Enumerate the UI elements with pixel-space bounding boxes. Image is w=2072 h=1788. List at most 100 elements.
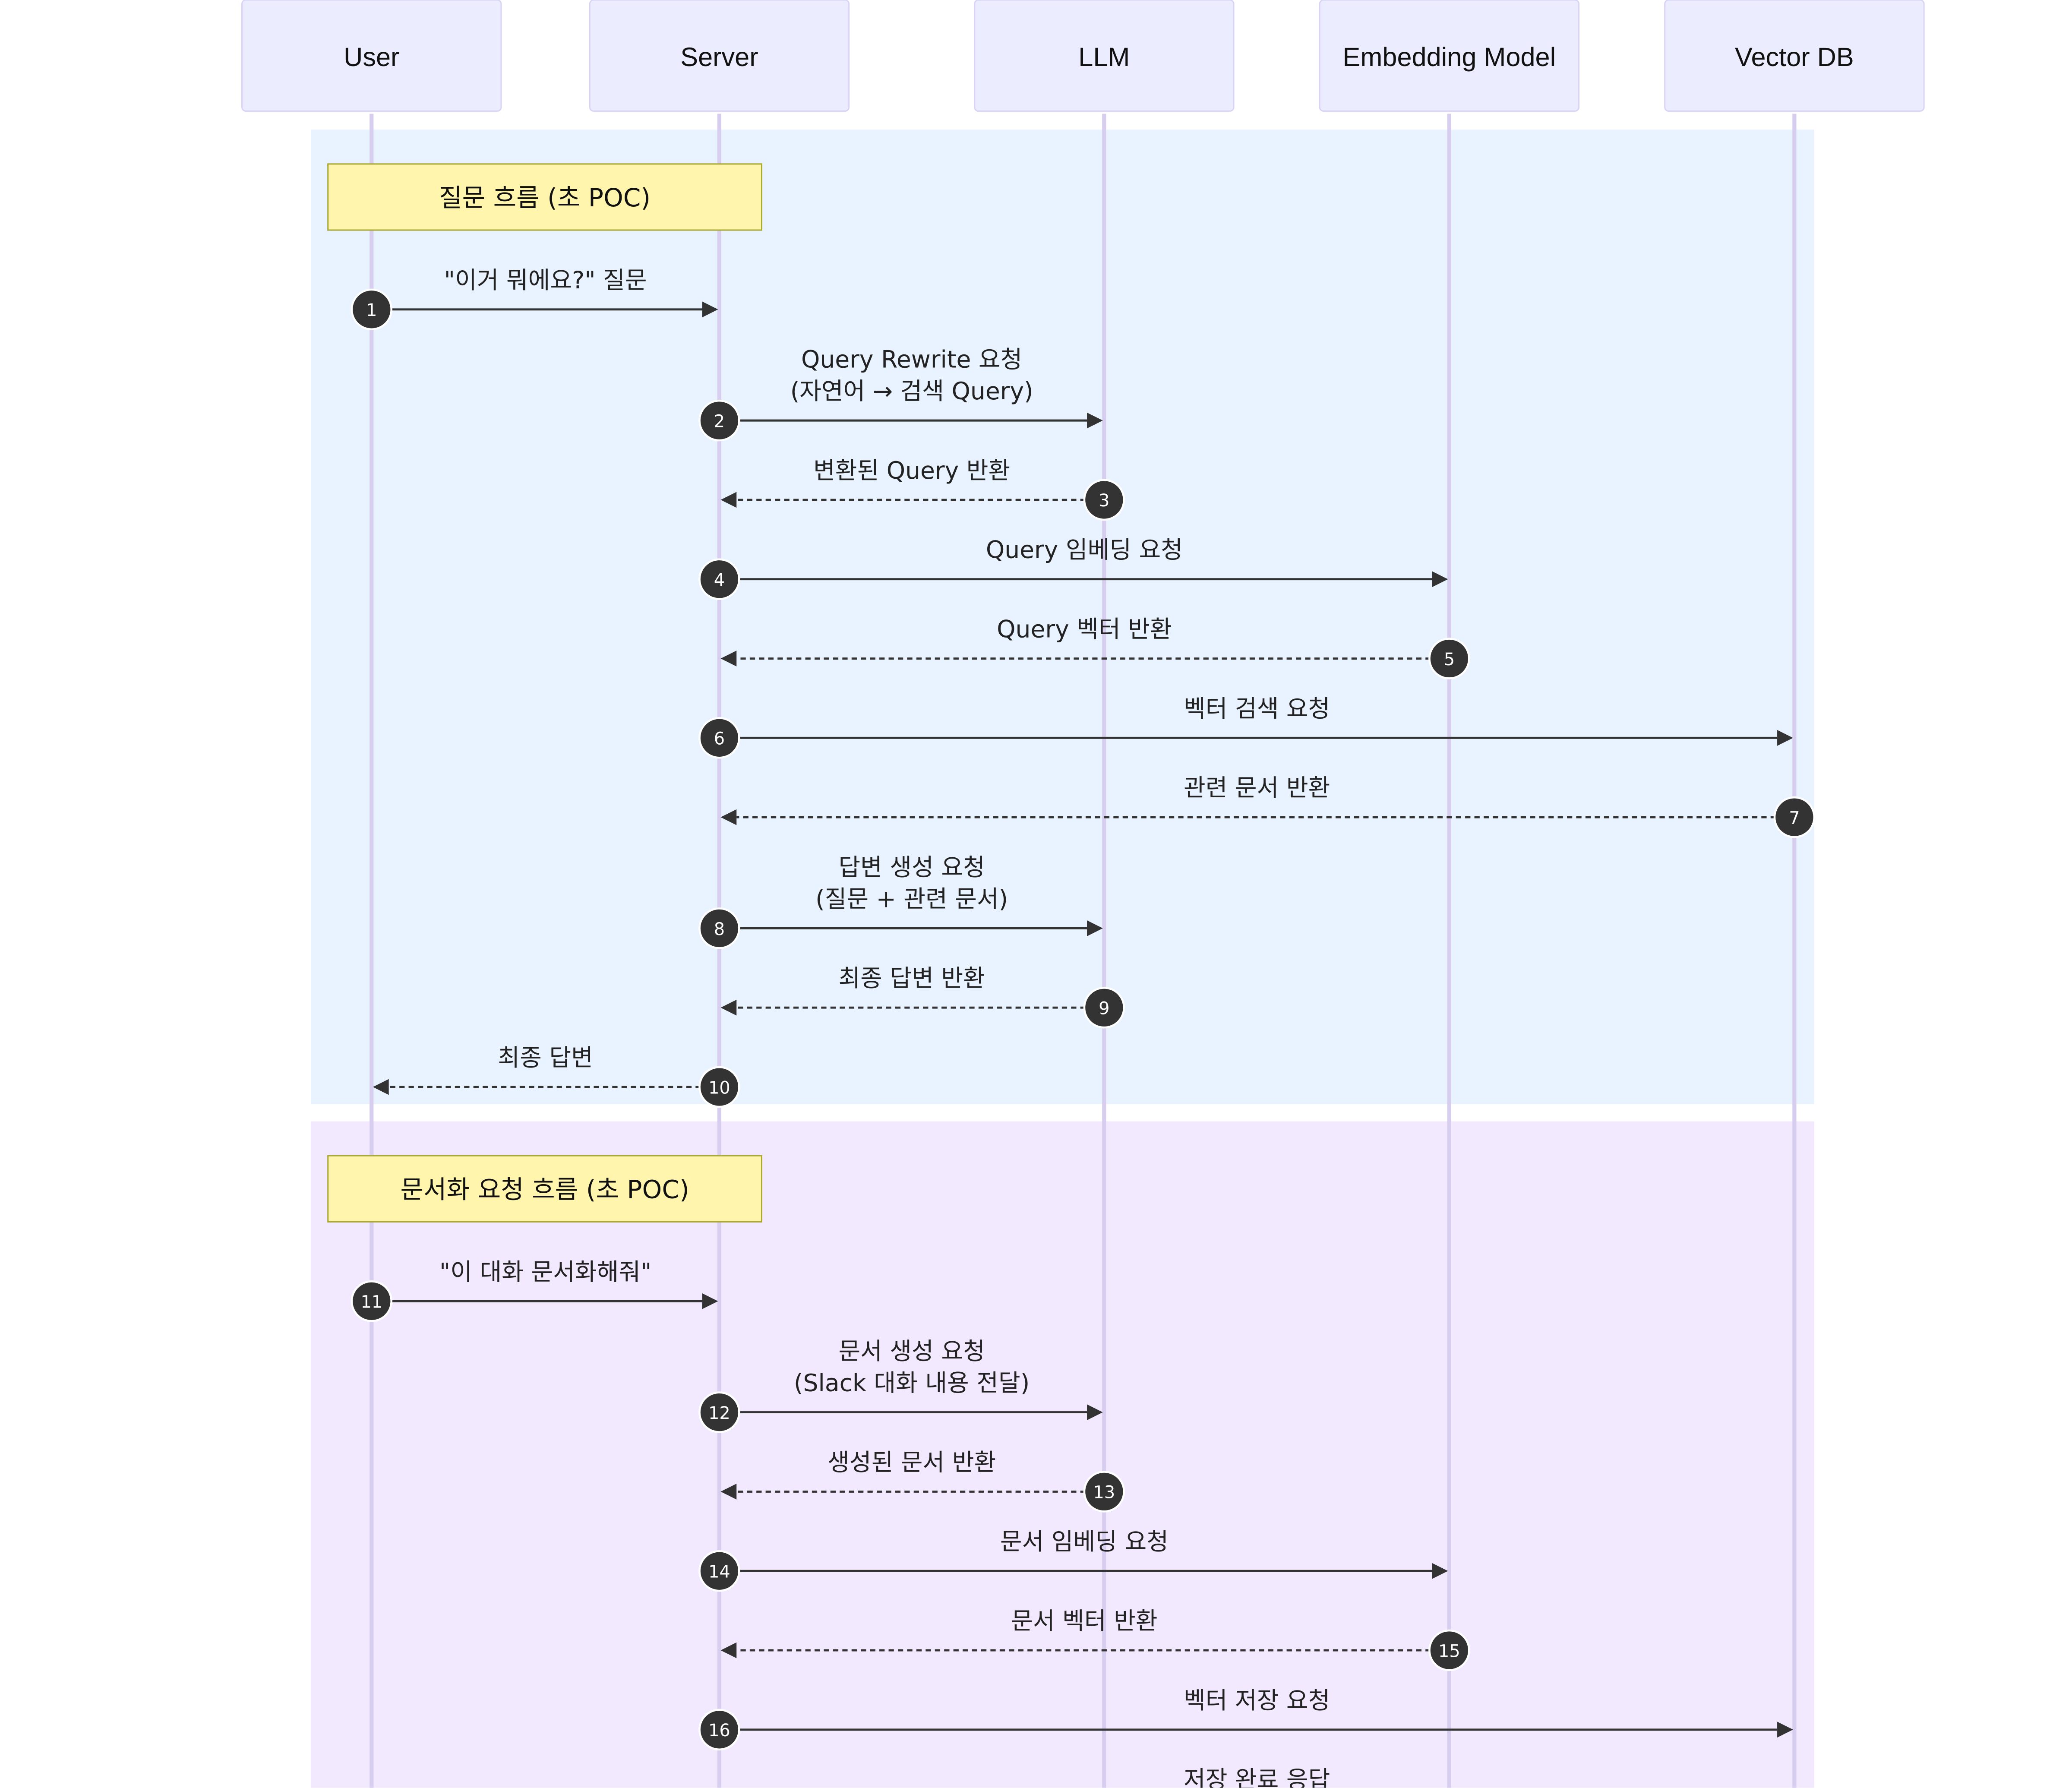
- message-3-label-line-1: 변환된 Query 반환: [813, 457, 1010, 485]
- section-backgrounds: [310, 130, 1814, 1788]
- message-12-sequence-number: 12: [708, 1403, 730, 1423]
- message-6-arrow-head: [1777, 730, 1793, 746]
- message-15: 문서 벡터 반환 15: [720, 1608, 1470, 1671]
- message-5: Query 벡터 반환 5: [720, 616, 1470, 679]
- message-13-arrow-head: [720, 1484, 737, 1500]
- message-7-label-line-1: 관련 문서 반환: [1184, 774, 1330, 802]
- message-14-sequence-badge: [698, 1550, 740, 1592]
- actor-vdb-box: [1664, 0, 1925, 112]
- message-5-sequence-badge: [1428, 638, 1470, 679]
- message-15-label-line-1: 문서 벡터 반환: [1011, 1608, 1157, 1635]
- message-11-arrow-head: [702, 1293, 718, 1309]
- message-12-sequence-badge: [698, 1391, 740, 1433]
- message-6-sequence-number: 6: [714, 729, 725, 749]
- actor-boxes: User Server LLM Embedding Model Vector DB: [241, 0, 1925, 112]
- message-11-sequence-badge: [351, 1280, 393, 1322]
- actor-embed-label: Embedding Model: [1343, 42, 1556, 72]
- actor-llm-label: LLM: [1078, 42, 1130, 72]
- message-15-arrow-head: [720, 1642, 737, 1658]
- message-7-arrow-head: [720, 809, 737, 825]
- message-16-sequence-number: 16: [708, 1721, 730, 1741]
- message-2: Query Rewrite 요청 (자연어 → 검색 Query) 2: [698, 346, 1103, 442]
- message-1-label-line-1: "이거 뭐에요?" 질문: [444, 267, 647, 294]
- actor-llm-box: [974, 0, 1235, 112]
- note-document-box: [327, 1155, 762, 1223]
- actor-server-label: Server: [680, 42, 758, 72]
- message-9-arrow-head: [720, 999, 737, 1016]
- message-4-arrow-head: [1432, 571, 1448, 588]
- message-13: 생성된 문서 반환 13: [720, 1449, 1125, 1513]
- message-12-label-line-1: 문서 생성 요청: [838, 1338, 985, 1365]
- message-12-label-line-2: (Slack 대화 내용 전달): [794, 1370, 1030, 1397]
- message-15-sequence-badge: [1428, 1629, 1470, 1671]
- message-5-label-line-1: Query 벡터 반환: [997, 616, 1172, 644]
- message-14-label-line-1: 문서 임베딩 요청: [1000, 1528, 1169, 1556]
- note-document-label: 문서화 요청 흐름 (초 POC): [400, 1175, 689, 1204]
- message-12-arrow-head: [1087, 1404, 1103, 1420]
- message-10: 최종 답변 10: [373, 1044, 740, 1108]
- message-2-arrow-head: [1087, 412, 1103, 429]
- message-15-sequence-number: 15: [1438, 1641, 1460, 1661]
- message-13-sequence-number: 13: [1093, 1483, 1115, 1503]
- message-16-label-line-1: 벡터 저장 요청: [1184, 1687, 1330, 1715]
- message-4: Query 임베딩 요청 4: [698, 537, 1448, 600]
- message-5-arrow-head: [720, 651, 737, 667]
- message-1: "이거 뭐에요?" 질문1: [351, 267, 718, 331]
- actor-user-label: User: [344, 42, 399, 72]
- message-16-sequence-badge: [698, 1709, 740, 1751]
- message-17-label-line-1: 저장 완료 응답: [1184, 1766, 1330, 1788]
- message-1-arrow-head: [702, 301, 718, 318]
- message-2-sequence-badge: [698, 399, 740, 442]
- message-2-sequence-number: 2: [714, 411, 725, 431]
- message-8-arrow-head: [1087, 920, 1103, 936]
- message-17: 저장 완료 응답17: [1184, 1766, 1330, 1788]
- message-10-sequence-number: 10: [708, 1078, 730, 1098]
- note-question-box: [327, 163, 762, 231]
- message-2-label-line-1: Query Rewrite 요청: [801, 346, 1022, 374]
- message-9: 최종 답변 반환 9: [720, 965, 1125, 1029]
- message-8-sequence-number: 8: [714, 919, 725, 939]
- message-12: 문서 생성 요청 (Slack 대화 내용 전달) 12: [698, 1338, 1103, 1433]
- message-6: 벡터 검색 요청 6: [698, 695, 1793, 759]
- message-14-arrow-head: [1432, 1563, 1448, 1579]
- actor-embed-box: [1319, 0, 1580, 112]
- message-10-arrow-head: [373, 1079, 389, 1095]
- message-16: 벡터 저장 요청 16: [698, 1687, 1793, 1751]
- message-3-sequence-number: 3: [1099, 491, 1109, 511]
- message-16-arrow-head: [1777, 1722, 1793, 1738]
- message-8-label-line-2: (질문 + 관련 문서): [815, 885, 1008, 913]
- message-13-label-line-1: 생성된 문서 반환: [828, 1449, 996, 1476]
- message-11-label-line-1: "이 대화 문서화해줘": [439, 1258, 651, 1286]
- message-6-label-line-1: 벡터 검색 요청: [1184, 695, 1330, 723]
- message-4-sequence-number: 4: [714, 570, 725, 590]
- message-6-sequence-badge: [698, 717, 740, 759]
- message-7-sequence-badge: [1773, 796, 1816, 838]
- message-1-sequence-badge: [351, 288, 393, 331]
- message-13-sequence-badge: [1083, 1471, 1125, 1513]
- message-3: 변환된 Query 반환 3: [720, 457, 1125, 521]
- message-8: 답변 생성 요청 (질문 + 관련 문서) 8: [698, 854, 1103, 949]
- message-3-sequence-badge: [1083, 479, 1125, 521]
- message-8-sequence-badge: [698, 907, 740, 949]
- message-7: 관련 문서 반환 7: [720, 774, 1816, 838]
- message-9-sequence-number: 9: [1099, 999, 1109, 1019]
- actor-vdb-label: Vector DB: [1735, 42, 1854, 72]
- message-10-label-line-1: 최종 답변: [498, 1044, 593, 1072]
- note-question-label: 질문 흐름 (초 POC): [439, 183, 651, 212]
- message-4-label-line-1: Query 임베딩 요청: [986, 537, 1183, 564]
- section-notes: 질문 흐름 (초 POC) 문서화 요청 흐름 (초 POC): [327, 163, 762, 1223]
- actor-server-box: [589, 0, 850, 112]
- message-2-label-line-2: (자연어 → 검색 Query): [790, 378, 1033, 405]
- message-4-sequence-badge: [698, 558, 740, 600]
- message-7-sequence-number: 7: [1789, 808, 1800, 828]
- section-question-background: [310, 130, 1814, 1104]
- message-9-label-line-1: 최종 답변 반환: [838, 965, 985, 992]
- message-5-sequence-number: 5: [1444, 650, 1455, 670]
- message-3-arrow-head: [720, 492, 737, 508]
- section-document-background: [310, 1121, 1814, 1788]
- message-11: "이 대화 문서화해줘"11: [351, 1258, 718, 1322]
- message-8-label-line-1: 답변 생성 요청: [838, 854, 985, 881]
